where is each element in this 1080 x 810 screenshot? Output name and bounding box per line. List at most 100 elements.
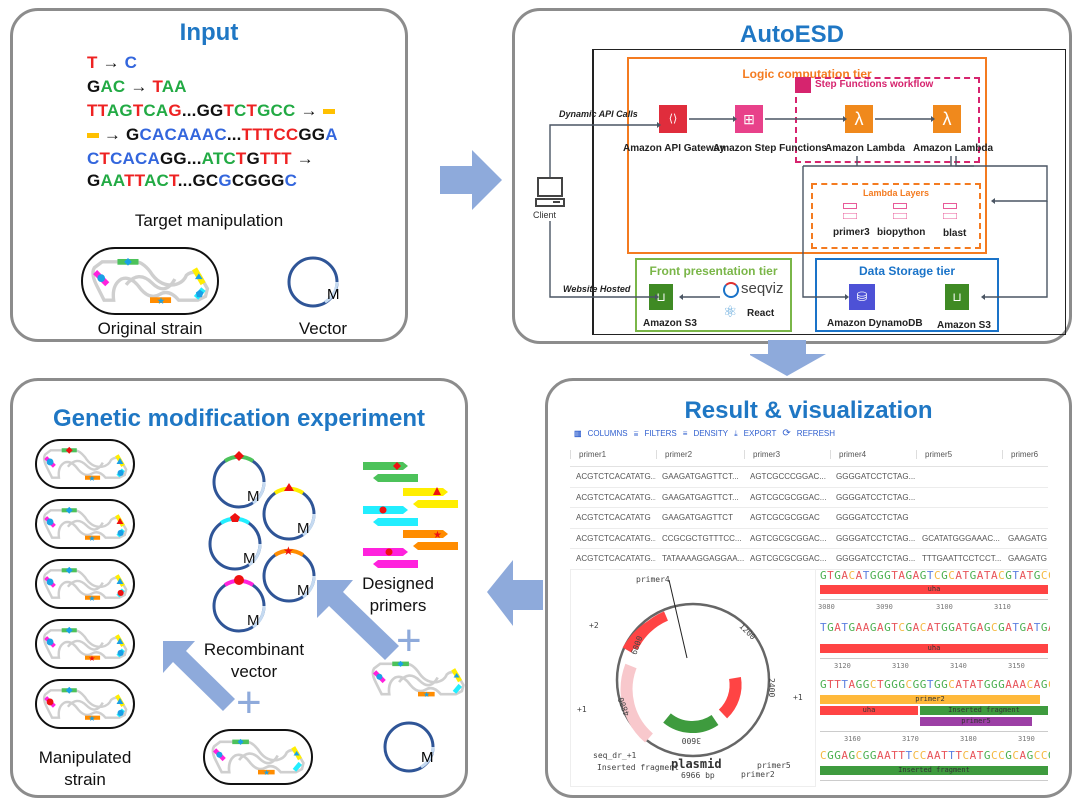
svg-text:★: ★ [433,530,442,539]
nucleotide: G [919,569,927,582]
nucleotide: T [841,621,849,634]
nucleotide: A [969,678,977,691]
column-header[interactable]: primer5 [916,450,1002,459]
nucleotide: A [1033,678,1041,691]
sequence-segment: G [87,77,101,96]
experiment-panel-title: Genetic modification experiment [52,405,426,432]
arrow-down-icon [750,340,826,376]
plasmid-tick: 1200 [737,622,757,642]
column-header[interactable]: primer1 [570,450,656,459]
nucleotide: G [862,678,870,691]
nucleotide: C [1040,569,1048,582]
nucleotide: G [1048,749,1050,762]
table-row[interactable]: ACGTCTCACATATG...CCGCGCTGTTTCC...AGTCGCG… [570,529,1048,549]
react-logo-icon: ⚛ [723,304,738,321]
original-strain-caption: Original strain [97,319,203,338]
sequence-line: GAATTACT...GCGCGGGC [87,171,338,195]
nucleotide: T [898,749,906,762]
nucleotide: A [991,569,999,582]
column-header[interactable]: primer2 [656,450,744,459]
lambda-icon: λ [933,105,961,133]
step-functions-icon: ⊞ [735,105,763,133]
svg-text:M: M [297,520,310,537]
plasmid-label: seq_dr_+1 [593,751,637,760]
lambda-icon: λ [845,105,873,133]
feature-bar[interactable]: primer5 [920,717,1032,726]
refresh-button[interactable]: REFRESH [796,429,836,438]
layer-label-blast: blast [943,228,967,239]
nucleotide: A [976,569,984,582]
sequence-segment: ...GG [181,101,224,120]
feature-bar[interactable]: uha [820,706,918,715]
density-button[interactable]: DENSITY [693,429,729,438]
feature-bar[interactable]: Inserted fragment [920,706,1048,715]
front-presentation-tier: Front presentation tier ⊔ Amazon S3 seqv… [635,258,792,332]
sequence-segment: T [235,149,247,168]
front-tier-title: Front presentation tier [649,264,778,278]
table-row[interactable]: ACGTCTCACATATG...GAAGATGAGTTCT...AGTCGCG… [570,488,1048,508]
sequence-segment: T [99,149,111,168]
nucleotide: C [948,678,956,691]
primer-bar-icon [413,542,458,550]
feature-bar[interactable]: Inserted fragment [820,766,1048,775]
table-cell: AGTCGCGCGGAC... [750,533,827,543]
column-header[interactable]: primer6 [1002,450,1048,459]
nucleotide: A [912,569,920,582]
nucleotide: A [862,621,870,634]
nucleotide: G [948,621,956,634]
s3-bucket-icon: ⊔ [945,284,969,310]
nucleotide: A [855,569,863,582]
vector-plasmid-icon [383,721,435,773]
column-header[interactable]: primer4 [830,450,916,459]
sequence-segment: → G [99,125,140,144]
nucleotide: G [1005,569,1013,582]
sequence-segment: C [284,171,298,190]
export-button[interactable]: EXPORT [743,429,777,438]
filters-button[interactable]: FILTERS [644,429,677,438]
column-header[interactable]: primer3 [744,450,830,459]
nucleotide: A [841,569,849,582]
sequence-segment: A [325,125,338,144]
table-cell: GAAGATGAGTTCT [662,513,733,523]
svg-text:★: ★ [88,654,95,663]
deletion-marker-icon [322,109,335,115]
vector-caption: Vector [298,319,348,338]
plasmid-label: +1 [577,705,587,714]
sequence-line: → GCACAAAC...TTTCCGGA [87,125,338,149]
feature-bar[interactable]: primer2 [820,695,1040,704]
feature-bar[interactable]: uha [820,644,1048,653]
sequence-segment: CACAAAC [139,125,227,144]
nucleotide: G [834,749,842,762]
designed-primers-caption: Designed primers [362,574,434,615]
nucleotide: C [1048,678,1050,691]
sequence-segment: T [246,101,258,120]
feature-uha [718,676,742,719]
nucleotide: C [1048,569,1050,582]
feature-bar[interactable]: uha [820,585,1048,594]
sequence-segment: AC [100,77,126,96]
plasmid-tick: 3600 [682,736,701,745]
sequence-segment: TTTCC [241,125,299,144]
nucleotide: G [884,569,892,582]
nucleotide: T [941,749,949,762]
table-cell: ACGTCTCACATATG... [576,492,656,502]
table-row[interactable]: ACGTCTCACATATG...GAAGATGAGTTCT...AGTCGCC… [570,467,1048,488]
nucleotide: A [1019,678,1027,691]
data-grid-toolbar: ▥ COLUMNS ⩸ FILTERS ≡ DENSITY ⤓ EXPORT ⟳… [574,428,835,439]
table-cell: ACGTCTCACATATG... [576,472,656,482]
nucleotide: G [991,678,999,691]
manipulated-strain-icon: ★ [35,679,135,729]
ruler-tick: 3080 [818,603,835,611]
sequence-segment: ... [226,125,242,144]
columns-button[interactable]: COLUMNS [587,429,628,438]
sequence-segment: TT [124,171,145,190]
nucleotide: T [834,678,842,691]
seqviz-label: seqviz [741,280,784,297]
sequence-segment: → [291,149,314,168]
nucleotide: A [955,621,963,634]
nucleotide: T [962,621,970,634]
lambda-label: Amazon Lambda [913,143,994,154]
nucleotide: C [855,749,863,762]
table-cell: TTTGAATTCCTCCT... [922,554,1002,564]
